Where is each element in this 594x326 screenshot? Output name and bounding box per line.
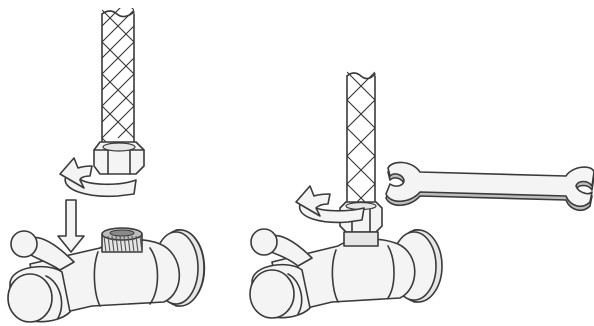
rotate-clockwise-arrow-left (59, 157, 137, 198)
down-arrow (57, 199, 85, 253)
threaded-outlet (101, 227, 143, 253)
open-end-wrench (385, 161, 594, 212)
hex-nut-left (93, 141, 145, 175)
braided-hose-left (101, 8, 135, 149)
braided-hose-right (346, 71, 376, 210)
angle-valve-right (249, 228, 443, 319)
rotate-clockwise-arrow-right (295, 185, 365, 224)
angle-valve-left (7, 229, 206, 323)
step-2-panel (249, 71, 594, 319)
step-1-panel (7, 8, 206, 323)
